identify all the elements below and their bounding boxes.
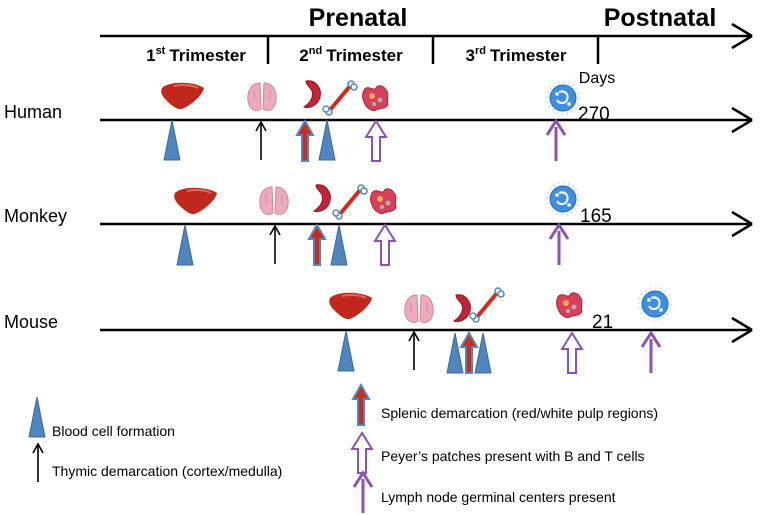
splenic-demarcation-marker xyxy=(296,120,314,162)
legend-lymph-label: Lymph node germinal centers present xyxy=(381,489,616,505)
legend-blood-label: Blood cell formation xyxy=(52,423,175,439)
blood-cell-formation-marker xyxy=(446,332,464,374)
blood-cell-formation-marker xyxy=(337,330,355,372)
intestine-icon xyxy=(556,292,583,319)
blood-cone-icon xyxy=(28,396,46,438)
species-label-mouse: Mouse xyxy=(4,312,58,332)
species-label-monkey: Monkey xyxy=(4,206,67,226)
blood-cell-formation-marker xyxy=(176,224,194,266)
peyers-patches-marker xyxy=(365,120,387,162)
bone-marrow-icon xyxy=(468,286,506,324)
spleen-icon xyxy=(453,294,471,323)
liver-icon xyxy=(328,291,373,321)
splenic-demarcation-marker xyxy=(308,224,326,266)
intestine-icon xyxy=(362,85,389,112)
header-timeline xyxy=(100,22,754,64)
legend-item-peyers: Peyer’s patches present with B and T cel… xyxy=(351,432,645,474)
legend-item-thymic: Thymic demarcation (cortex/medulla) xyxy=(32,443,282,483)
intestine-icon xyxy=(370,188,397,215)
splenic-arrow-icon xyxy=(352,384,370,426)
blood-cell-formation-marker xyxy=(330,224,348,266)
legend-item-lymph: Lymph node germinal centers present xyxy=(352,471,616,515)
thymus-icon xyxy=(259,186,289,216)
bone-marrow-icon xyxy=(331,183,369,221)
blood-cell-formation-marker xyxy=(318,119,336,161)
peyers-patches-marker xyxy=(561,332,583,374)
mouse-row: Mouse 21 xyxy=(4,286,754,375)
days-value-mouse: 21 xyxy=(592,312,613,333)
thymic-arrow-icon xyxy=(32,443,44,483)
legend-peyers-label: Peyer’s patches present with B and T cel… xyxy=(381,448,645,464)
lymph-arrow-icon xyxy=(352,471,374,515)
lymph-node-germinal-marker xyxy=(548,223,570,267)
postnatal-label: Postnatal xyxy=(604,4,717,32)
days-label: Days xyxy=(579,70,615,87)
species-label-human: Human xyxy=(4,102,62,122)
thymic-demarcation-marker xyxy=(255,121,267,161)
legend-thymic-label: Thymic demarcation (cortex/medulla) xyxy=(52,463,282,479)
splenic-demarcation-marker xyxy=(460,332,478,374)
prenatal-label: Prenatal xyxy=(309,4,408,32)
liver-icon xyxy=(160,81,205,111)
days-value-monkey: 165 xyxy=(580,206,612,227)
spleen-icon xyxy=(313,184,331,213)
lymph-node-germinal-marker xyxy=(640,331,662,375)
lymph-node-icon xyxy=(545,181,581,217)
days-value-human: 270 xyxy=(578,104,610,125)
lymph-node-icon xyxy=(637,286,673,322)
thymus-icon xyxy=(247,82,277,112)
liver-icon xyxy=(173,186,218,216)
lymph-node-germinal-marker xyxy=(545,119,567,163)
thymus-icon xyxy=(404,294,434,324)
spleen-icon xyxy=(303,80,321,109)
lymph-node-icon xyxy=(545,80,581,116)
legend-splenic-label: Splenic demarcation (red/white pulp regi… xyxy=(381,405,658,421)
blood-cell-formation-marker xyxy=(474,332,492,374)
bone-marrow-icon xyxy=(321,79,359,117)
legend: Blood cell formation Thymic demarcation … xyxy=(28,384,658,515)
blood-cell-formation-marker xyxy=(163,119,181,161)
peyers-patches-marker xyxy=(374,224,396,266)
human-row: Human 270 xyxy=(4,79,754,163)
thymic-demarcation-marker xyxy=(408,331,420,371)
legend-item-splenic: Splenic demarcation (red/white pulp regi… xyxy=(352,384,658,426)
peyers-arrow-icon xyxy=(351,432,373,474)
monkey-row: Monkey 165 xyxy=(4,181,754,267)
thymic-demarcation-marker xyxy=(269,225,281,265)
legend-item-blood: Blood cell formation xyxy=(28,396,175,439)
